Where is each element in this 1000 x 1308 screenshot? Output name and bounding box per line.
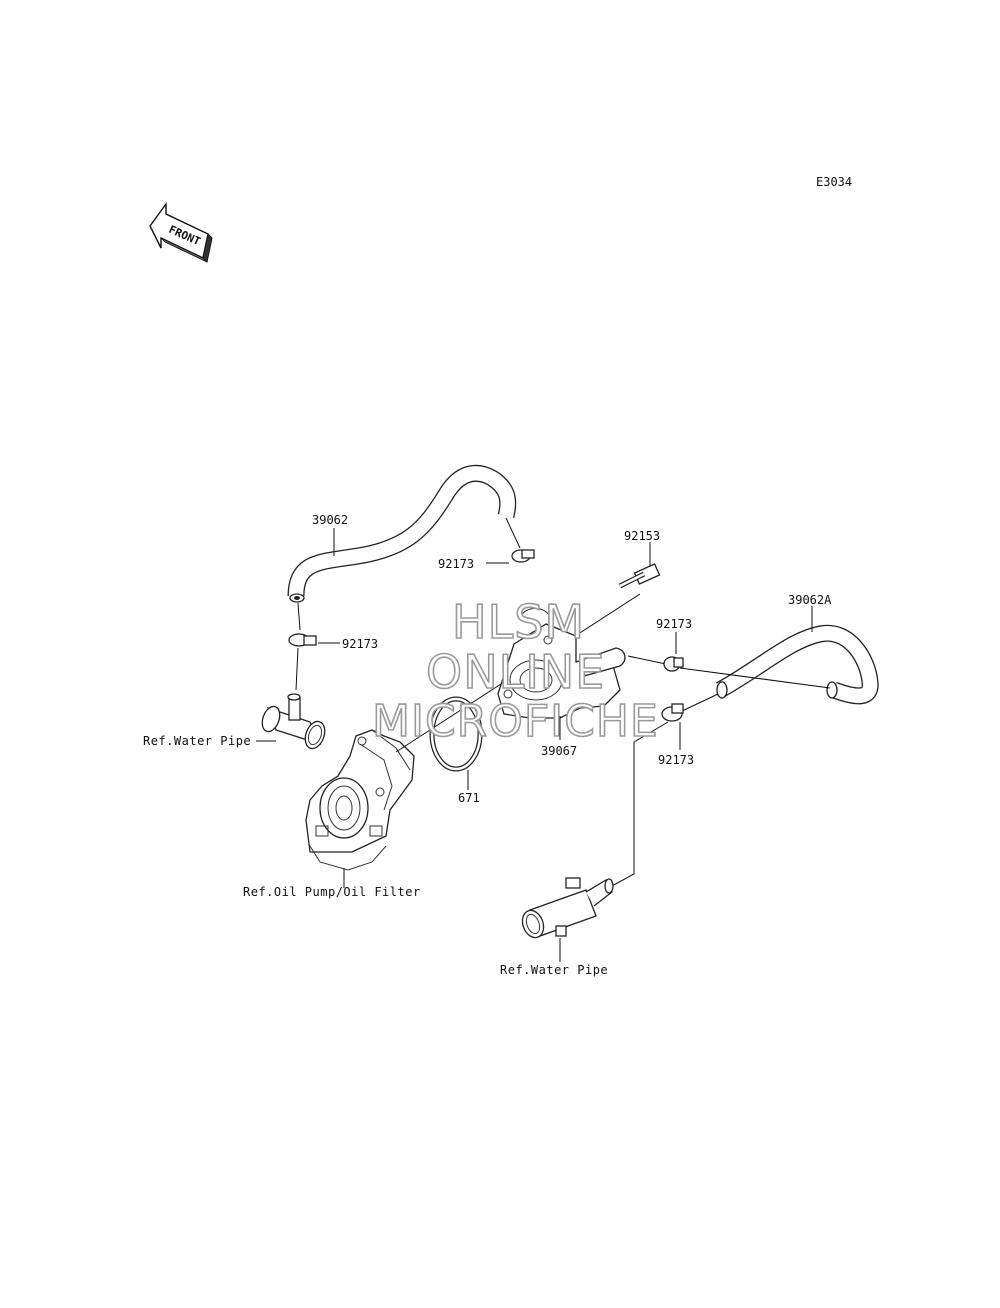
oil-pump-housing <box>305 729 415 871</box>
front-arrow-icon: FRONT <box>149 201 213 264</box>
label-oil-cooler: 39067 <box>541 744 577 758</box>
o-ring-671 <box>429 696 483 772</box>
water-pipe-left <box>261 693 326 750</box>
label-clamp-left: 92173 <box>342 637 378 651</box>
label-hose-39062A: 39062A <box>788 593 832 607</box>
hose-39062A <box>715 624 879 705</box>
clamp-92173-top <box>511 549 535 563</box>
watermark-line-2: ONLINE <box>426 645 605 699</box>
hose-39062 <box>287 464 517 603</box>
label-ref-oil-pump: Ref.Oil Pump/Oil Filter <box>243 885 421 899</box>
label-clamp-top: 92173 <box>438 557 474 571</box>
label-ref-water-pipe-bottom: Ref.Water Pipe <box>500 963 608 977</box>
oil-cooler-39067 <box>497 607 626 719</box>
clamp-92173-left <box>288 633 317 647</box>
label-ref-water-pipe-left: Ref.Water Pipe <box>143 734 251 748</box>
watermark: HLSM ONLINE MICROFICHE <box>371 594 659 748</box>
label-o-ring: 671 <box>458 791 480 805</box>
label-clamp-right-bottom: 92173 <box>658 753 694 767</box>
watermark-line-3: MICROFICHE <box>372 696 659 747</box>
clamp-92173-right-bottom <box>661 703 684 722</box>
label-hose-39062: 39062 <box>312 513 348 527</box>
bolt-92153 <box>618 563 661 589</box>
clamp-92173-right-top <box>663 656 684 672</box>
label-clamp-right-top: 92173 <box>656 617 692 631</box>
label-bolt: 92153 <box>624 529 660 543</box>
diagram-code: E3034 <box>816 175 852 189</box>
watermark-line-1: HLSM <box>452 595 585 649</box>
water-pipe-bottom <box>521 877 614 939</box>
